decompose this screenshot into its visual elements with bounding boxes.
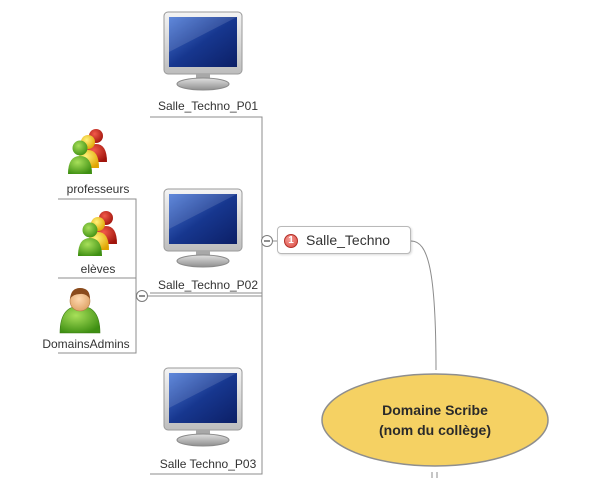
monitor-icon	[163, 367, 243, 447]
connector-lines	[58, 116, 438, 478]
computer-label-p01: Salle_Techno_P01	[157, 99, 259, 113]
root-ellipse[interactable]	[321, 373, 549, 467]
root-node-text: Domaine Scribe (nom du collège)	[330, 400, 540, 440]
root-subtitle: (nom du collège)	[379, 422, 491, 438]
computer-label-p02: Salle_Techno_P02	[157, 278, 259, 292]
salle-techno-node[interactable]: 1 Salle_Techno	[277, 226, 411, 254]
monitor-icon	[163, 11, 243, 91]
collapse-toggle-groups[interactable]	[136, 290, 148, 302]
root-title: Domaine Scribe	[382, 402, 488, 418]
user-icon	[59, 288, 101, 334]
salle-techno-label: Salle_Techno	[306, 232, 391, 248]
group-label-eleves: elèves	[80, 262, 116, 276]
group-label-professeurs: professeurs	[66, 182, 130, 196]
priority-badge: 1	[284, 234, 298, 248]
computer-label-p03: Salle Techno_P03	[159, 457, 257, 471]
collapse-toggle-salle-techno[interactable]	[261, 235, 273, 247]
users-group-icon	[68, 129, 107, 174]
monitor-icon	[163, 188, 243, 268]
group-label-domainsadmins: DomainsAdmins	[42, 337, 130, 351]
users-group-icon	[78, 211, 117, 256]
